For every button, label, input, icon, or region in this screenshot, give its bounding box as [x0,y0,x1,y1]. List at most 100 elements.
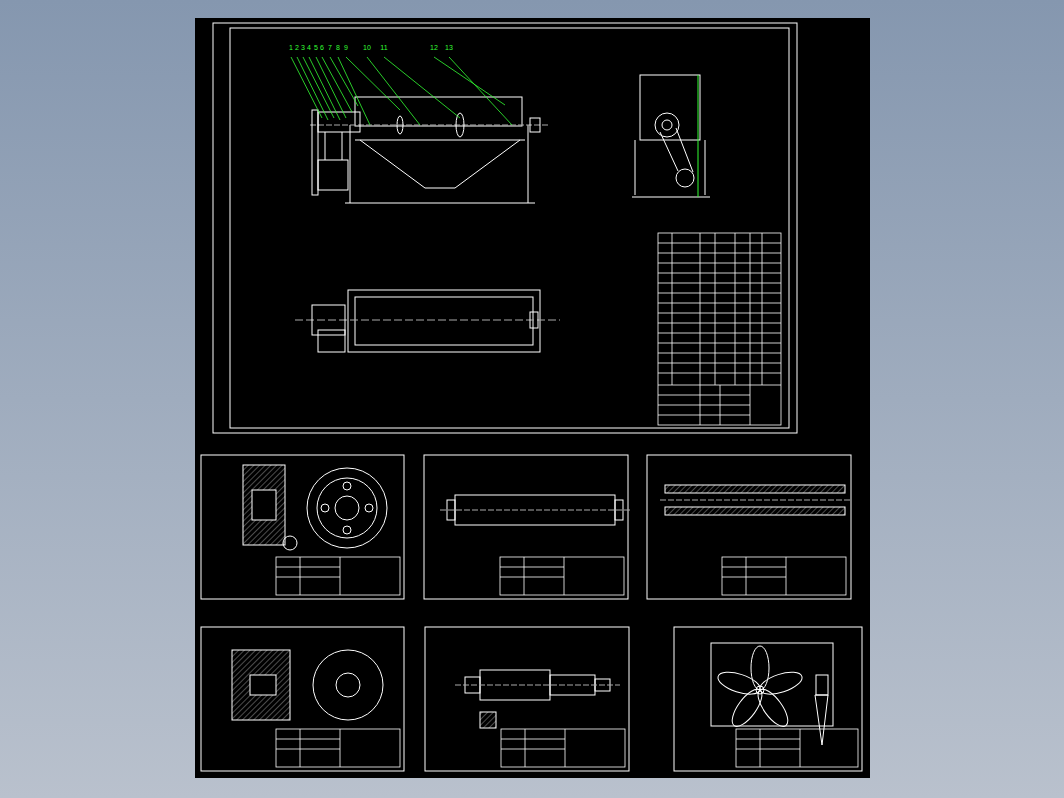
assembly-top-view [318,330,345,352]
part-drawings [455,685,620,686]
assembly-side-view [676,128,693,172]
sheet-frames [201,455,404,599]
leader-line [338,57,370,125]
title-blocks [276,729,400,767]
callout-number: 4 [307,44,311,51]
callout-number: 5 [314,44,318,51]
part-drawings [815,695,828,745]
assembly-front-view [355,97,522,126]
assembly-side-view [660,132,678,171]
title-blocks [500,557,624,595]
assembly-front-view [456,113,464,137]
callout-number: 11 [380,44,387,51]
leader-line [367,57,420,125]
leader-line [303,57,334,118]
assembly-front-view [397,116,403,134]
part-drawings [455,495,615,525]
part-drawings [751,646,769,690]
part-drawings [317,478,377,538]
callout-number: 7 [328,44,332,51]
title-blocks [501,729,625,767]
assembly-front-view [318,160,348,190]
part-drawings [365,504,373,512]
part-drawings [232,650,290,720]
assembly-front-view [310,97,548,203]
sheet-frames [201,23,862,771]
part-drawings [480,712,496,728]
sheet-frames [230,28,789,428]
title-blocks [736,729,800,767]
sheet-frames [674,627,862,771]
assembly-front-view [528,125,529,203]
leader-line [316,57,346,118]
callout-number: 9 [344,44,348,51]
title-blocks [736,729,858,767]
callout-number: 1 [289,44,293,51]
assembly-side-view [655,113,679,137]
assembly-top-view [348,290,540,352]
assembly-side-view [662,120,672,130]
callout-number: 13 [445,44,453,51]
assembly-front-view [530,118,540,132]
part-drawings [665,485,845,493]
model-space [195,18,870,778]
assembly-top-view [355,297,533,345]
part-drawings [336,673,360,697]
part-drawings [727,685,767,731]
part-drawings [321,504,329,512]
parts-list-table [658,233,781,425]
parts-list-table [658,243,781,385]
assembly-front-view [345,203,535,204]
assembly-top-view [295,290,560,352]
part-drawings [343,482,351,490]
assembly-front-view [360,140,520,188]
assembly-front-view [312,110,318,195]
leader-line [291,57,322,118]
part-drawings [313,650,383,720]
sheet-frames [425,627,629,771]
title-blocks [501,729,565,767]
title-blocks [276,557,340,595]
assembly-front-view [342,132,343,160]
callout-number: 12 [430,44,438,51]
callout-number: 6 [320,44,324,51]
assembly-side-view [635,140,636,195]
part-drawings [307,468,387,548]
part-drawings [715,646,804,731]
title-blocks [722,557,846,595]
title-blocks [276,557,400,595]
assembly-front-view [355,140,525,141]
assembly-front-view [318,112,360,132]
leader-line [322,57,352,112]
leader-line [434,57,505,105]
assembly-side-view [698,75,699,197]
assembly-front-view [350,125,351,203]
part-drawings [756,686,764,694]
part-drawings [715,668,762,699]
part-drawings [343,526,351,534]
sheet-frames [424,455,628,599]
sheet-frames [647,455,851,599]
parts-list-table [658,385,750,425]
part-drawings [440,510,630,511]
part-drawings [243,465,285,545]
part-drawings [757,668,804,699]
callout-number: 2 [295,44,299,51]
assembly-side-view [640,75,700,140]
assembly-top-view [295,320,560,321]
title-blocks [276,557,858,767]
sheet-frames [201,627,404,771]
assembly-front-view [325,132,326,160]
leader-line [384,57,460,118]
callout-number: 10 [363,44,371,51]
parts-list-table [658,233,781,425]
sheet-frames [213,23,797,433]
part-drawings [335,496,359,520]
title-blocks [500,557,564,595]
assembly-front-view [310,125,548,126]
title-blocks [276,729,340,767]
title-blocks [722,557,786,595]
leader-line [297,57,328,120]
